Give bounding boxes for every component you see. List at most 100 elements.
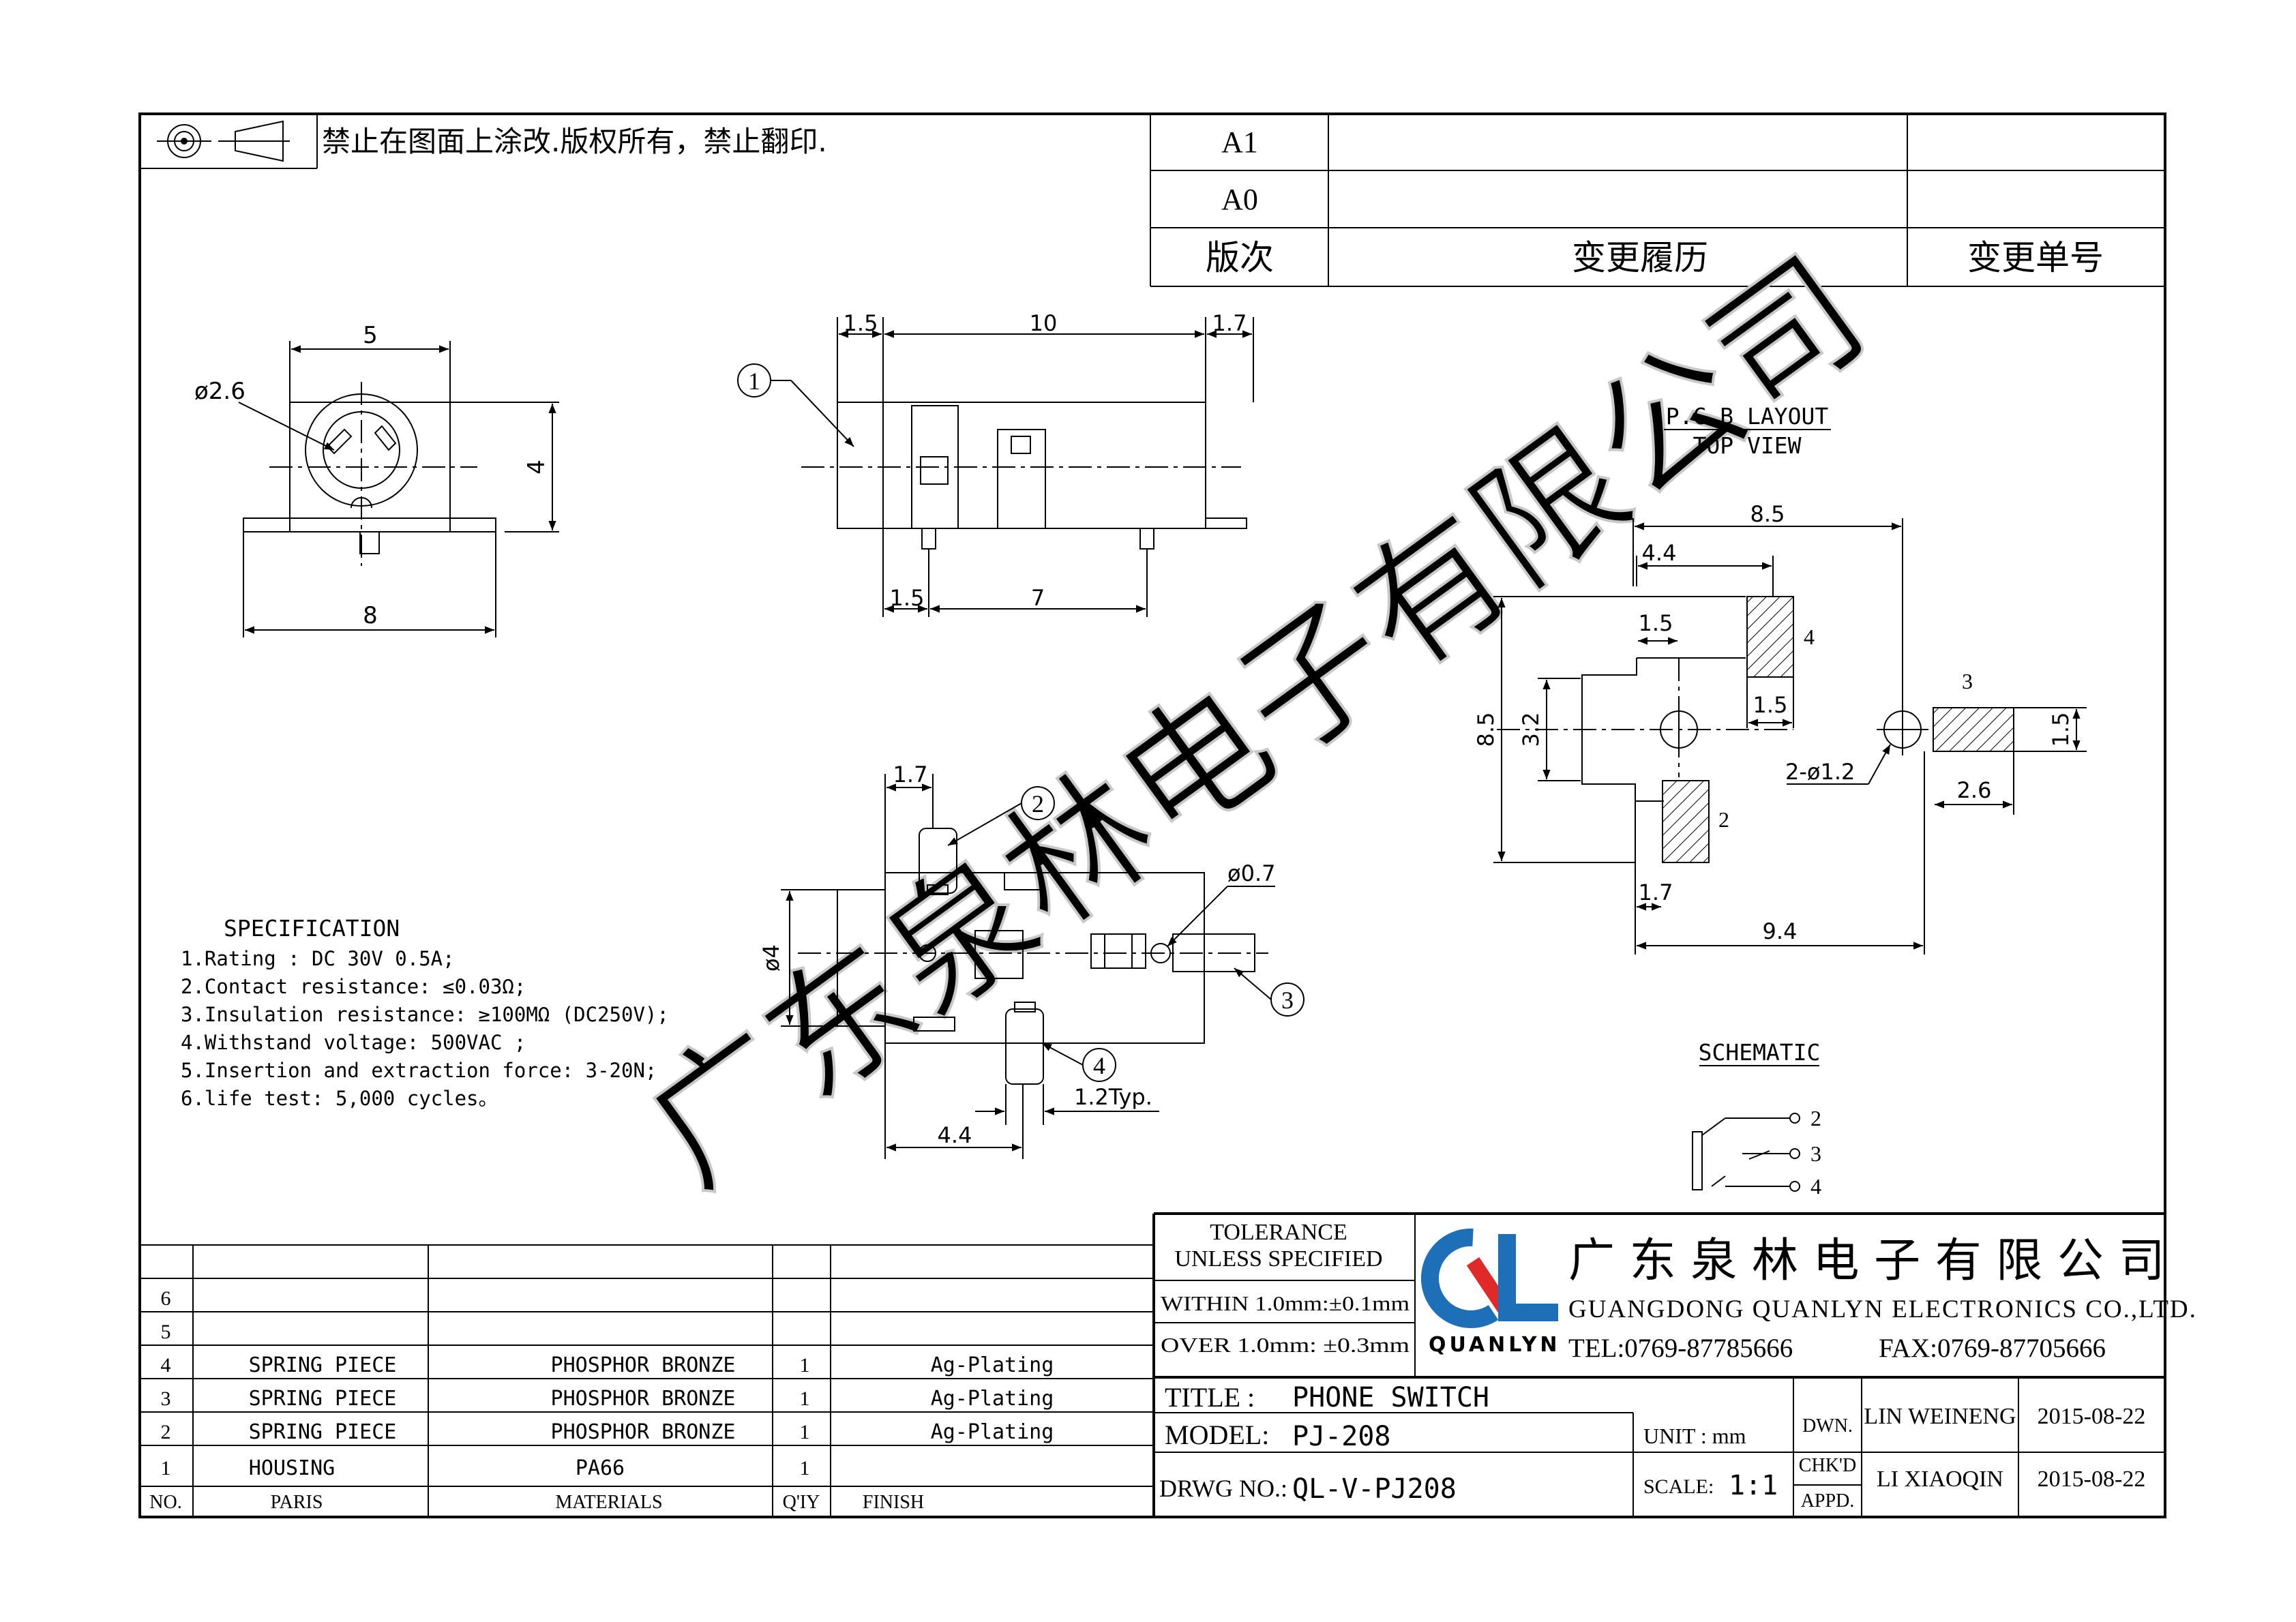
bom-table: 6 5 4 SPRING PIECE PHOSPHOR BRONZE 1 Ag-… [140, 1214, 1155, 1517]
bom-no: 1 [161, 1457, 171, 1480]
bottom-small-dia-dim: ø0.7 [1227, 860, 1275, 886]
bom-row-1: 1 HOUSING PA66 1 [161, 1456, 810, 1480]
revision-a1: A1 [1221, 125, 1258, 159]
bom-header-qty: Q'IY [783, 1492, 820, 1513]
front-view: 5 8 4 ø2.6 [194, 322, 559, 637]
drawing-number-label: DRWG NO.: [1159, 1475, 1287, 1502]
model-label: MODEL: [1165, 1420, 1269, 1450]
bom-row-2: 2 SPRING PIECE PHOSPHOR BRONZE 1 Ag-Plat… [161, 1420, 1054, 1444]
callout-4: 4 [1093, 1052, 1105, 1079]
bom-header-no: NO. [149, 1492, 181, 1513]
checked-label: CHK'D [1799, 1455, 1856, 1476]
pcb-w15b-dim: 1.5 [1753, 692, 1788, 718]
pad-2-label: 2 [1718, 807, 1729, 832]
quanlyn-logo: QUANLYN [1421, 1228, 1561, 1357]
pad-4 [1746, 596, 1794, 678]
company-name-cn: 广 东 泉 林 电 子 有 限 公 司 [1568, 1234, 2165, 1288]
bottom-view: 1.7 ø4 ø0.7 4.4 1.2Typ. 2 3 4 [758, 762, 1304, 1159]
bom-header-material: MATERIALS [555, 1492, 662, 1513]
front-base-dim: 8 [363, 602, 378, 629]
callout-2: 2 [1032, 790, 1044, 817]
bom-qty: 1 [800, 1387, 810, 1410]
pcb-title: P.C.B LAYOUT [1666, 403, 1829, 430]
bom-row-4: 4 SPRING PIECE PHOSPHOR BRONZE 1 Ag-Plat… [161, 1353, 1054, 1377]
bom-header-finish: FINISH [863, 1492, 924, 1513]
scale-label: SCALE: [1643, 1475, 1714, 1498]
schematic-pin-4: 4 [1810, 1174, 1821, 1199]
side-length-dim: 10 [1030, 310, 1058, 336]
title-label: TITLE : [1165, 1382, 1255, 1413]
approved-label: APPD. [1801, 1490, 1855, 1512]
title-value: PHONE SWITCH [1292, 1382, 1489, 1413]
bom-part: HOUSING [249, 1456, 335, 1480]
spec-item-2: 2.Contact resistance: ≤0.03Ω; [181, 975, 526, 998]
tolerance-sub-label: UNLESS SPECIFIED [1174, 1246, 1382, 1272]
bottom-top-width-dim: 1.7 [893, 762, 928, 787]
bom-part: SPRING PIECE [249, 1420, 397, 1444]
checked-date: 2015-08-22 [2038, 1467, 2146, 1492]
bottom-dia-dim: ø4 [758, 944, 784, 972]
projection-symbol-icon [157, 120, 290, 162]
specification: SPECIFICATION 1.Rating : DC 30V 0.5A; 2.… [181, 915, 669, 1110]
drawn-date: 2015-08-22 [2038, 1404, 2146, 1429]
pcb-total-width-dim: 8.5 [1750, 501, 1785, 527]
title-block: TOLERANCE UNLESS SPECIFIED WITHIN 1.0mm:… [1154, 1212, 2197, 1517]
header: 禁止在图面上涂改.版权所有，禁止翻印. A1 A0 版次 变更履历 变更单号 [140, 114, 2165, 287]
bom-no: 6 [161, 1287, 171, 1310]
bom-material: PHOSPHOR BRONZE [551, 1420, 736, 1444]
spec-item-3: 3.Insulation resistance: ≥100MΩ (DC250V)… [181, 1003, 669, 1026]
bom-material: PHOSPHOR BRONZE [551, 1353, 736, 1377]
company-watermark: 广东泉林电子有限公司 [617, 224, 1896, 1217]
spec-title: SPECIFICATION [224, 915, 400, 942]
bom-no: 2 [161, 1421, 171, 1443]
tolerance-within: WITHIN 1.0mm:±0.1mm [1161, 1291, 1410, 1315]
scale-value: 1:1 [1729, 1470, 1778, 1501]
bom-no: 4 [161, 1354, 171, 1377]
revision-a0: A0 [1221, 183, 1258, 216]
revision-column-label: 版次 [1206, 238, 1274, 277]
callout-3: 3 [1281, 987, 1294, 1014]
bom-row-5: 5 [161, 1321, 171, 1343]
pcb-h15-dim: 1.5 [2048, 712, 2074, 747]
bom-header-part: PARIS [271, 1492, 323, 1513]
bom-row-3: 3 SPRING PIECE PHOSPHOR BRONZE 1 Ag-Plat… [161, 1387, 1054, 1411]
bom-no: 3 [161, 1387, 171, 1410]
bottom-typ-dim: 1.2Typ. [1074, 1084, 1152, 1110]
pcb-w15a-dim: 1.5 [1639, 610, 1673, 636]
spec-item-5: 5.Insertion and extraction force: 3-20N; [181, 1059, 657, 1082]
pad-4-label: 4 [1804, 625, 1815, 649]
bom-header-row: NO. PARIS MATERIALS Q'IY FINISH [149, 1492, 924, 1513]
bom-material: PA66 [576, 1456, 625, 1480]
tolerance-over: OVER 1.0mm: ±0.3mm [1161, 1333, 1410, 1357]
front-hole-dim: ø2.6 [194, 378, 245, 405]
pcb-h32-dim: 3.2 [1518, 712, 1544, 747]
bom-qty: 1 [800, 1354, 810, 1377]
pcb-hole-dim: 2-ø1.2 [1785, 759, 1855, 785]
company-name-en: GUANGDONG QUANLYN ELECTRONICS CO.,LTD. [1568, 1295, 2197, 1323]
bom-part: SPRING PIECE [249, 1387, 397, 1411]
bom-qty: 1 [800, 1457, 810, 1480]
pcb-h85-dim: 8.5 [1473, 712, 1499, 747]
schematic-pin-2: 2 [1810, 1106, 1821, 1130]
spec-item-4: 4.Withstand voltage: 500VAC ; [181, 1031, 526, 1054]
pad-2 [1662, 780, 1710, 863]
schematic-pin-3: 3 [1810, 1141, 1821, 1166]
logo-wordmark: QUANLYN [1429, 1333, 1561, 1357]
bom-finish: Ag-Plating [931, 1353, 1054, 1377]
unit-label: UNIT : mm [1643, 1424, 1746, 1448]
schematic-title: SCHEMATIC [1699, 1039, 1821, 1066]
tolerance-label: TOLERANCE [1210, 1220, 1347, 1245]
company-tel: TEL:0769-87785666 [1568, 1334, 1793, 1363]
pcb-w44-dim: 4.4 [1642, 540, 1677, 566]
pcb-w17-dim: 1.7 [1639, 880, 1673, 905]
bom-finish: Ag-Plating [931, 1420, 1054, 1444]
drawing-number-value: QL-V-PJ208 [1292, 1473, 1457, 1505]
pcb-w26-dim: 2.6 [1957, 777, 1992, 803]
pad-3-label: 3 [1962, 669, 1973, 693]
change-number-label: 变更单号 [1967, 238, 2104, 277]
model-value: PJ-208 [1292, 1421, 1391, 1452]
spec-item-1: 1.Rating : DC 30V 0.5A; [181, 947, 455, 970]
side-view: 1.5 10 1.7 1.5 7 1 [737, 310, 1254, 617]
bom-qty: 1 [800, 1421, 810, 1443]
